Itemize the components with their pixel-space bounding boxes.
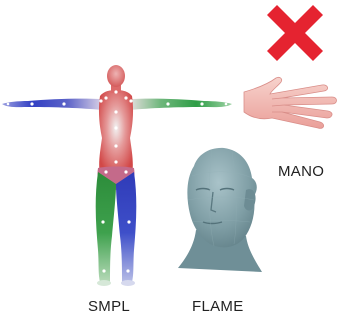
smpl-label: SMPL xyxy=(88,298,130,315)
cross-icon xyxy=(267,5,323,61)
head-model-icon xyxy=(178,148,262,272)
flame-label: FLAME xyxy=(192,298,244,315)
hand-model-icon xyxy=(244,77,337,128)
mano-label: MANO xyxy=(278,163,324,180)
